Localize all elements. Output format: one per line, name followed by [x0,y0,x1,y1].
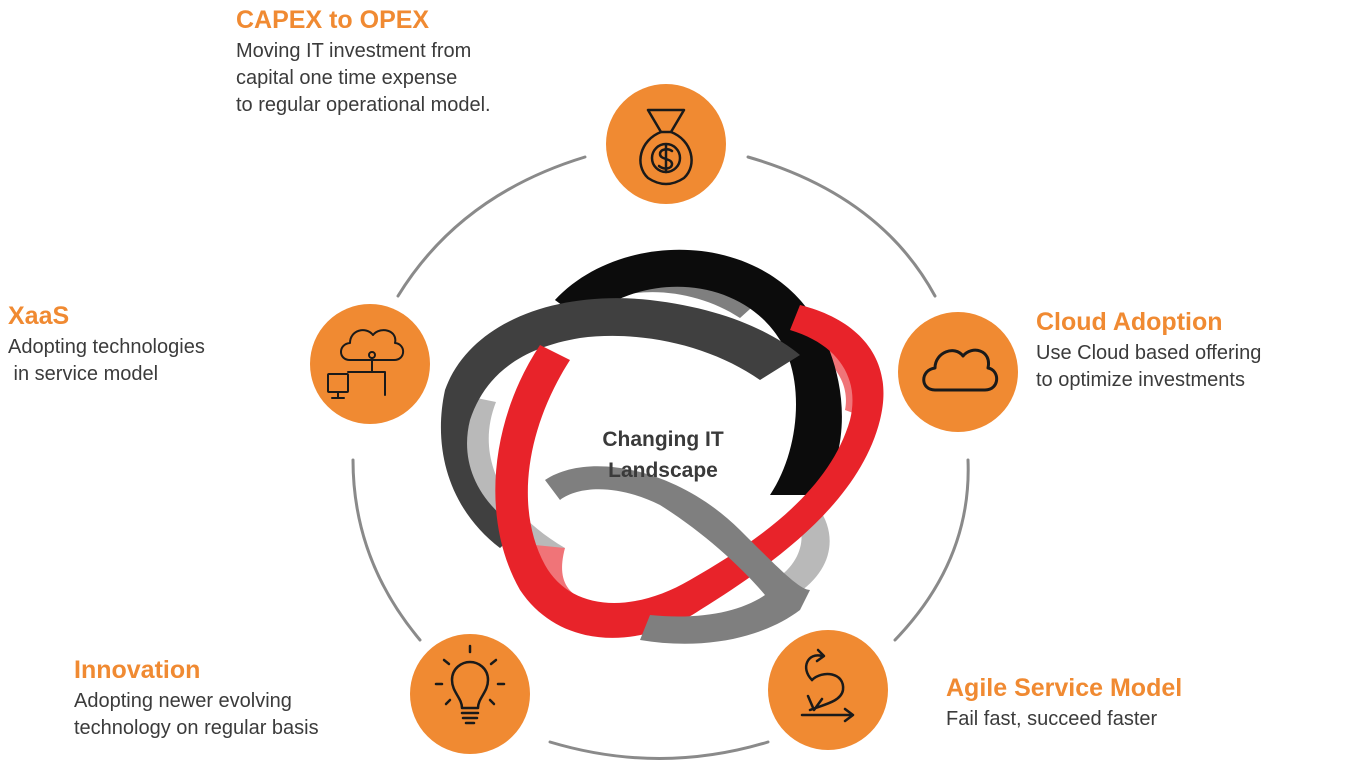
innovation-title: Innovation [74,656,201,684]
xaas-text-block: XaaS Adopting technologies in service mo… [8,300,205,388]
band-dark-gray [440,298,800,548]
agile-description: Fail fast, succeed faster [946,708,1158,730]
ring-arc-top-right [746,155,937,298]
outer-ring [351,155,970,760]
cloud-circle [898,312,1018,432]
agile-text-block: Agile Service Model Fail fast, succeed f… [946,672,1182,733]
innovation-node [410,634,530,754]
capex-description: Moving IT investment from capital one ti… [236,40,491,116]
agile-loop-icon [800,648,855,723]
agile-circle [768,630,888,750]
band-light-gray-right [775,500,830,595]
band-gray-bottom [545,466,810,644]
node-circles [310,84,1018,754]
cloud-icon [922,348,999,392]
xaas-title: XaaS [8,302,70,330]
center-label: Changing IT Landscape [602,428,724,482]
capex-node [606,84,726,204]
ring-arc-bottom [548,740,770,760]
agile-node [768,630,888,750]
xaas-description: Adopting technologies in service model [8,336,205,385]
capex-title: CAPEX to OPEX [236,6,430,34]
money-bag-icon [639,108,693,186]
cloud-description: Use Cloud based offering to optimize inv… [1036,342,1262,391]
band-black [555,249,842,495]
cloud-title: Cloud Adoption [1036,308,1223,336]
central-bands-graphic [440,249,884,644]
cloud-text-block: Cloud Adoption Use Cloud based offering … [1036,306,1261,394]
xaas-circle [310,304,430,424]
innovation-text-block: Innovation Adopting newer evolving techn… [74,654,319,742]
capex-text-block: CAPEX to OPEX Moving IT investment from … [236,4,491,119]
ring-arc-left [351,458,422,642]
ring-arc-right [893,458,970,642]
innovation-circle [410,634,530,754]
cloud-network-icon [327,329,405,399]
band-red [495,305,884,638]
lightbulb-icon [434,644,506,725]
innovation-description: Adopting newer evolving technology on re… [74,690,319,739]
cloud-node [898,312,1018,432]
agile-title: Agile Service Model [946,674,1183,702]
ring-arc-top-left [396,155,587,298]
xaas-node [310,304,430,424]
